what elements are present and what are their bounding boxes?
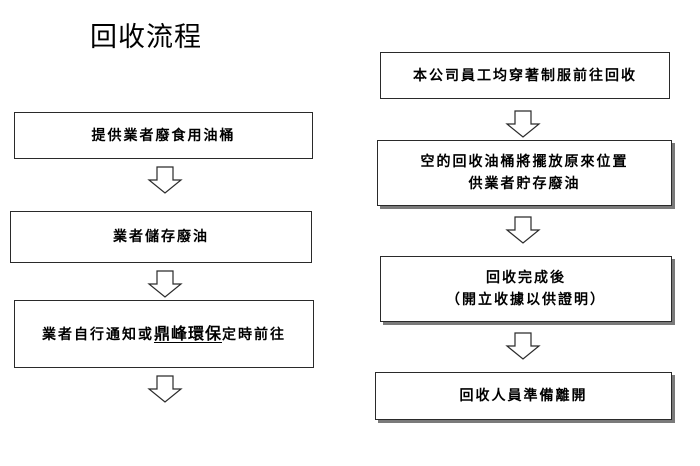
down-arrow-icon (146, 375, 184, 403)
step-text: 業者儲存廢油 (113, 229, 209, 245)
step-notify-pickup: 業者自行通知或鼎峰環保定時前往 (14, 300, 314, 368)
step-staff-leave: 回收人員準備離開 (375, 372, 672, 420)
step-text-line2: 供業者貯存廢油 (468, 176, 581, 192)
step-provide-oil-drums: 提供業者廢食用油桶 (14, 112, 313, 159)
step-place-empty-drums: 空的回收油桶將擺放原來位置 供業者貯存廢油 (377, 140, 672, 206)
down-arrow-icon (504, 332, 542, 360)
step-text: 回收人員準備離開 (459, 388, 588, 404)
down-arrow-icon (146, 270, 184, 298)
page-title: 回收流程 (90, 22, 202, 53)
step-text-prefix: 業者自行通知或 (41, 326, 154, 343)
down-arrow-icon (146, 166, 184, 194)
step-text-line2: （開立收據以供證明） (446, 292, 606, 308)
step-text-line1: 回收完成後 (486, 270, 566, 286)
step-text: 本公司員工均穿著制服前往回收 (413, 67, 637, 84)
company-name: 鼎峰環保 (153, 323, 222, 343)
step-staff-uniform: 本公司員工均穿著制服前往回收 (380, 52, 670, 99)
step-text-line1: 空的回收油桶將擺放原來位置 (420, 154, 629, 170)
step-store-waste-oil: 業者儲存廢油 (10, 211, 312, 263)
down-arrow-icon (504, 110, 542, 138)
step-text-notify: 業者自行通知或鼎峰環保定時前往 (42, 323, 286, 346)
down-arrow-icon (504, 216, 542, 244)
step-text: 提供業者廢食用油桶 (91, 127, 236, 144)
step-text-suffix: 定時前往 (222, 326, 286, 343)
step-collection-complete: 回收完成後 （開立收據以供證明） (380, 256, 672, 322)
